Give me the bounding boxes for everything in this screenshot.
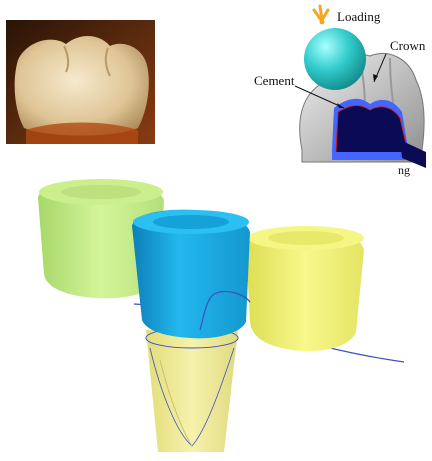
loading-arrow-icon — [314, 6, 328, 25]
bridge-3d-model — [0, 170, 432, 456]
yellow-crown — [246, 226, 364, 351]
loading-sphere — [304, 28, 366, 90]
crown-label: Crown — [390, 38, 425, 54]
crown-loading-diagram: Loading Crown Cement ng — [240, 0, 432, 185]
cement-label: Cement — [254, 73, 294, 89]
blue-crown — [132, 210, 250, 339]
yellow-root — [146, 328, 238, 452]
tooth-photo — [6, 20, 155, 144]
loading-label: Loading — [337, 9, 380, 25]
